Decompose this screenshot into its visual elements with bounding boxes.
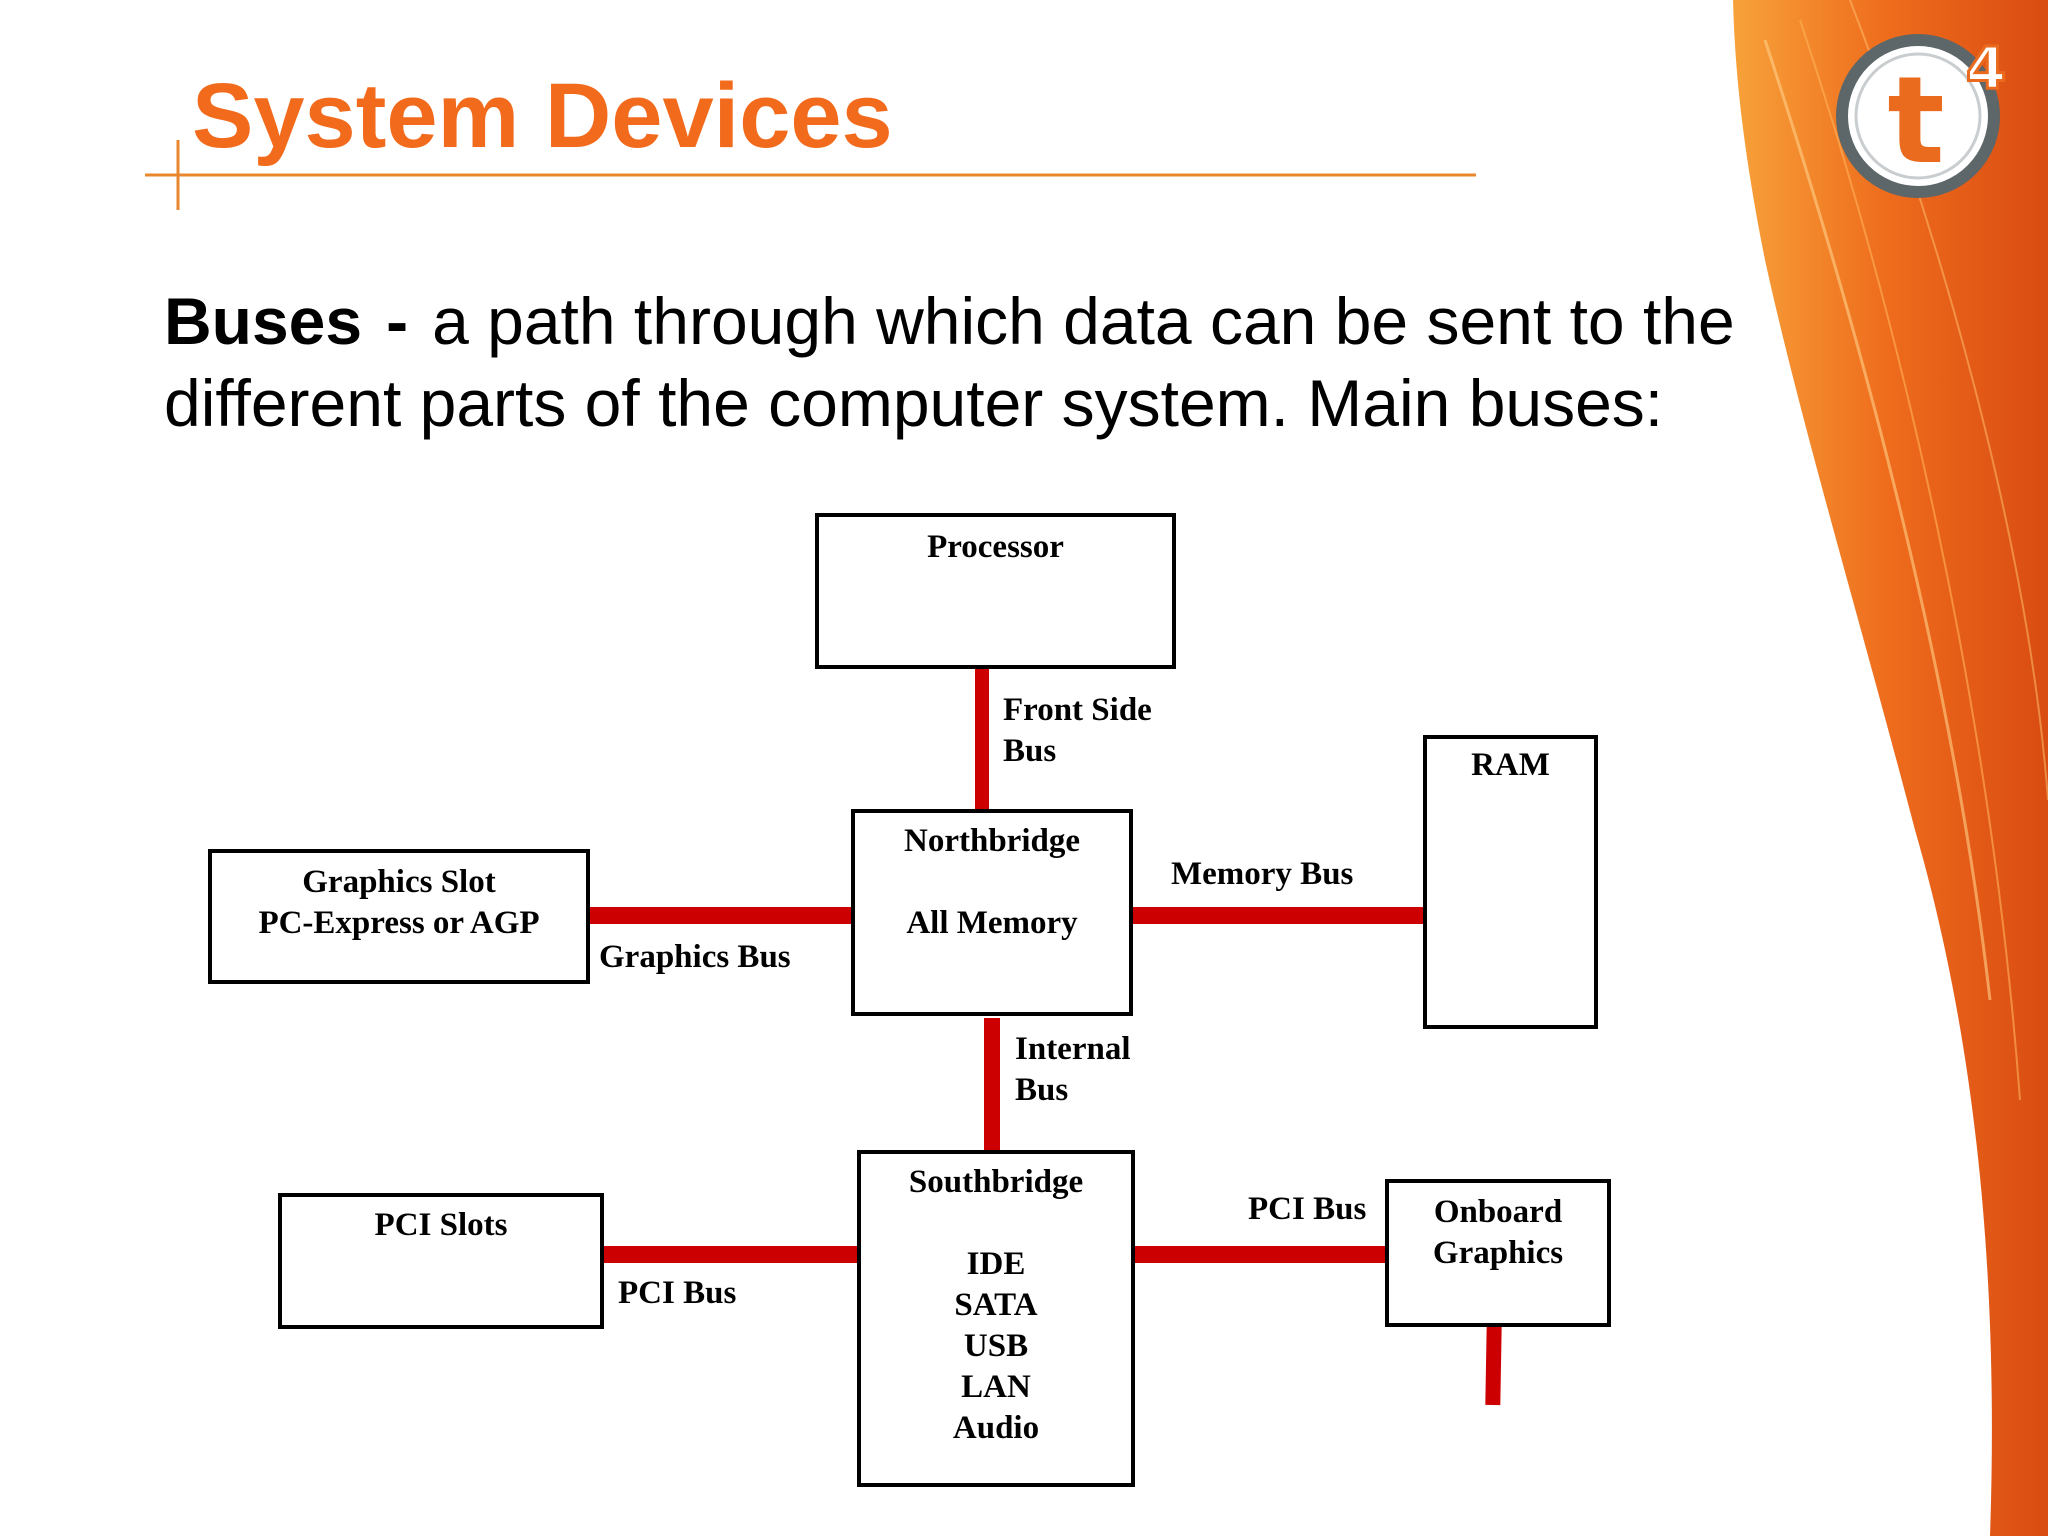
onboard-graphics-box: Onboard Graphics [1385, 1179, 1611, 1327]
southbridge-item: LAN [961, 1369, 1031, 1405]
onboard-graphics-subtitle: Graphics [1432, 1235, 1564, 1271]
intro-text-2: different parts of the computer system. … [164, 366, 1664, 440]
memory-bus-wire [1131, 907, 1425, 924]
southbridge-item-list: IDE SATA USB LAN Audio [861, 1244, 1131, 1449]
graphics-bus-label: Graphics Bus [599, 939, 791, 975]
front-side-bus-label: Front Side Bus [1003, 690, 1152, 772]
southbridge-title: Southbridge [908, 1164, 1084, 1200]
intro-text-1: a path through which data can be sent to… [432, 284, 1735, 358]
processor-box: Processor [815, 513, 1176, 669]
t4-logo-icon: t 4 [1836, 33, 2008, 198]
southbridge-box: Southbridge IDE SATA USB LAN Audio [857, 1150, 1135, 1487]
front-side-bus-label-line1: Front Side [1003, 692, 1152, 728]
graphics-slot-box: Graphics Slot PC-Express or AGP [208, 849, 590, 984]
processor-label: Processor [927, 529, 1064, 565]
pci-bus-right-label: PCI Bus [1248, 1191, 1367, 1227]
onboard-graphics-stub-wire [1485, 1324, 1502, 1406]
onboard-graphics-title: Onboard [1433, 1194, 1563, 1230]
graphics-slot-title: Graphics Slot [302, 864, 496, 900]
southbridge-item: SATA [954, 1287, 1038, 1323]
memory-bus-label: Memory Bus [1171, 856, 1354, 892]
pci-slots-label: PCI Slots [374, 1207, 508, 1243]
internal-bus-label-line2: Bus [1015, 1072, 1069, 1108]
logo-letter: t [1887, 52, 1944, 191]
internal-bus-label: Internal Bus [1015, 1029, 1131, 1111]
northbridge-box: Northbridge All Memory [851, 809, 1133, 1016]
northbridge-title: Northbridge [904, 823, 1080, 859]
graphics-slot-subtitle: PC-Express or AGP [258, 905, 540, 941]
front-side-bus-wire [975, 668, 989, 810]
internal-bus-label-line1: Internal [1015, 1031, 1131, 1067]
intro-term: Buses [164, 284, 363, 358]
pci-bus-left-wire [602, 1246, 858, 1263]
logo-superscript: 4 [1966, 34, 2006, 102]
internal-bus-wire [984, 1018, 1000, 1152]
intro-paragraph: Buses-a path through which data can be s… [164, 280, 1864, 444]
southbridge-item: IDE [966, 1246, 1026, 1282]
northbridge-subtitle: All Memory [906, 905, 1078, 941]
pci-slots-box: PCI Slots [278, 1193, 604, 1329]
ram-label: RAM [1471, 747, 1550, 783]
intro-separator: - [386, 284, 409, 358]
front-side-bus-label-line2: Bus [1003, 733, 1057, 769]
pci-bus-left-label: PCI Bus [618, 1275, 737, 1311]
slide-title: System Devices [192, 65, 893, 167]
southbridge-item: Audio [952, 1410, 1040, 1446]
graphics-bus-wire [588, 907, 852, 924]
pci-bus-right-wire [1133, 1246, 1388, 1263]
ram-box: RAM [1423, 735, 1598, 1029]
southbridge-item: USB [963, 1328, 1029, 1364]
